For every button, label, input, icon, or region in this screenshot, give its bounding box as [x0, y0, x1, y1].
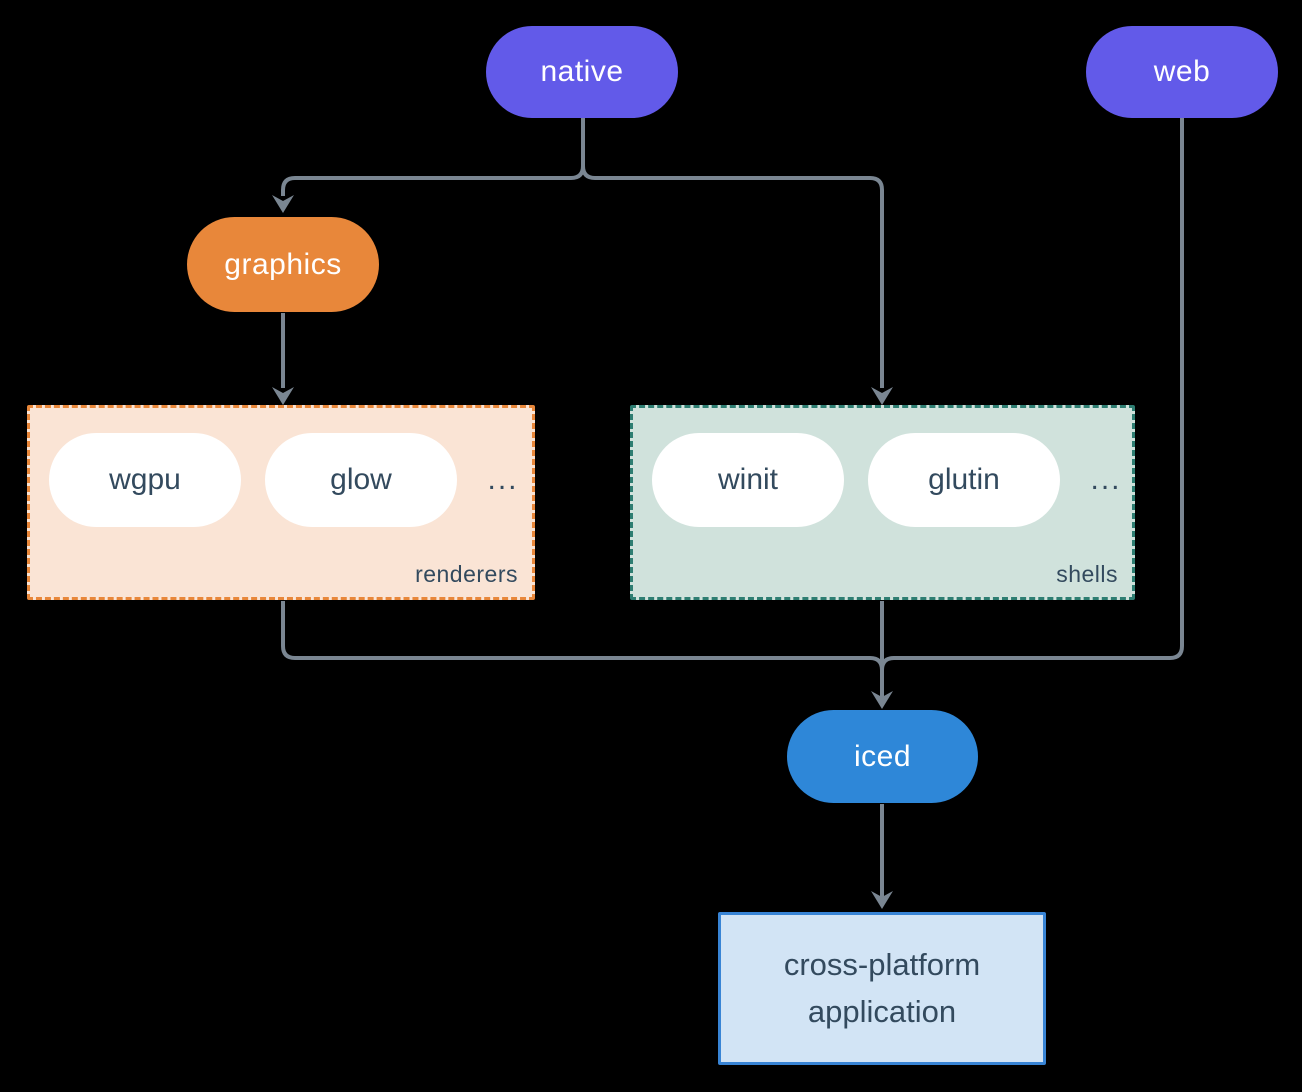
node-web-label: web	[1153, 55, 1211, 88]
arrowhead-renderers	[272, 387, 294, 405]
arrowhead-application	[871, 891, 893, 909]
edge-renderers-iced	[281, 601, 884, 671]
node-wgpu-label: wgpu	[109, 463, 181, 496]
node-application-label: cross-platform application	[783, 947, 981, 1029]
node-graphics: graphics	[187, 217, 379, 312]
node-winit-label: winit	[717, 463, 778, 496]
group-shells: winit glutin ... shells	[630, 405, 1135, 600]
node-glutin-label: glutin	[928, 463, 1000, 496]
group-renderers: wgpu glow ... renderers	[27, 405, 535, 600]
node-web: web	[1086, 26, 1278, 118]
arrowhead-iced	[871, 691, 893, 709]
shells-group-label: shells	[1056, 561, 1118, 587]
arrowhead-graphics	[272, 195, 294, 213]
edge-native-graphics	[281, 165, 585, 196]
node-iced-label: iced	[853, 739, 912, 773]
renderers-ellipsis: ...	[487, 463, 519, 496]
edge-native-shells	[581, 165, 884, 388]
node-application: cross-platform application	[718, 912, 1046, 1065]
node-glow-label: glow	[330, 463, 392, 496]
node-native-label: native	[540, 55, 624, 88]
node-wgpu: wgpu	[49, 433, 241, 527]
node-native: native	[486, 26, 678, 118]
node-glow: glow	[265, 433, 457, 527]
node-iced: iced	[787, 710, 978, 803]
node-glutin: glutin	[868, 433, 1060, 527]
renderers-group-label: renderers	[415, 561, 518, 587]
node-graphics-label: graphics	[224, 247, 342, 281]
shells-ellipsis: ...	[1090, 463, 1122, 496]
arrowhead-shells	[871, 387, 893, 405]
node-winit: winit	[652, 433, 844, 527]
